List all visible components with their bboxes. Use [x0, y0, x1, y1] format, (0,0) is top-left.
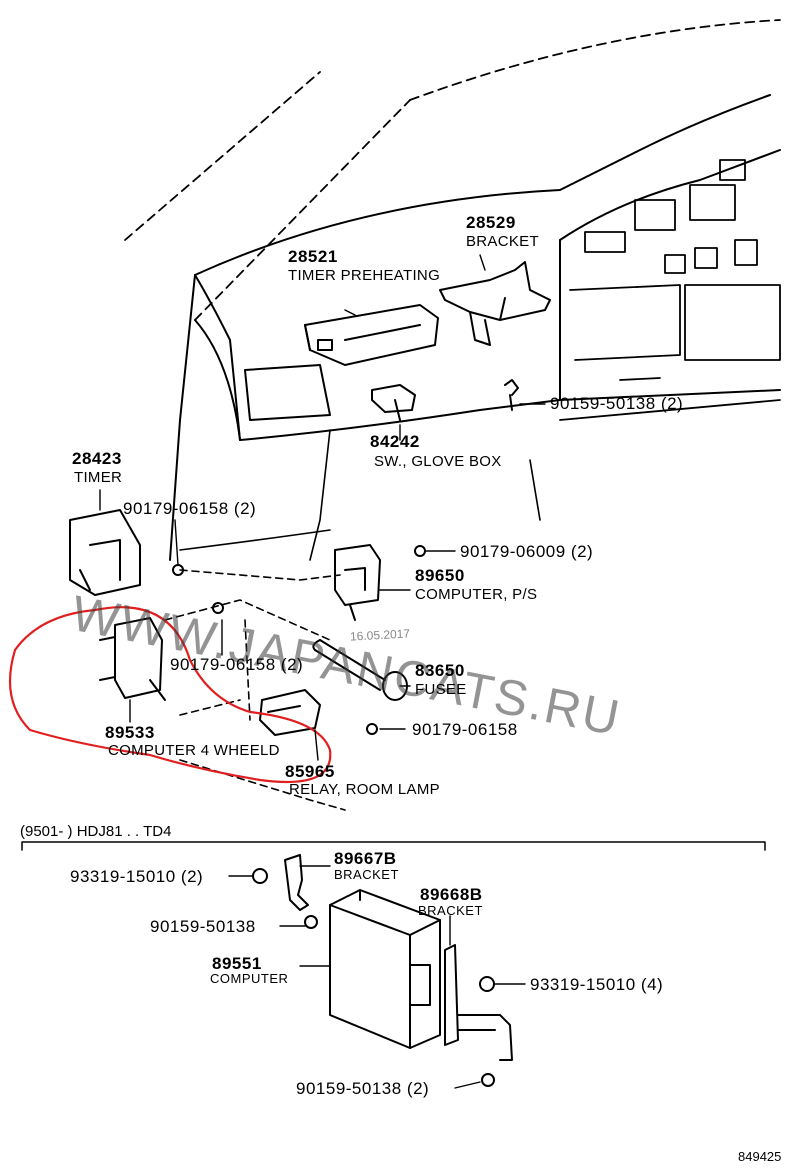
part-number-89650: 89650 [415, 566, 465, 585]
part-number-28521: 28521 [288, 247, 338, 266]
part-name-bracket-28529: BRACKET [466, 233, 539, 250]
part-number-90179-06158-b: 90179-06158 (2) [170, 655, 304, 674]
part-number-85965: 85965 [285, 762, 335, 781]
part-name-fusee: FUSEE [415, 681, 467, 698]
diagram-code: 849425 [738, 1149, 782, 1164]
bracket-89668b-shape [444, 944, 513, 1061]
part-number-90179-06009: 90179-06009 (2) [460, 542, 594, 561]
part-number-93319-a: 93319-15010 (2) [70, 867, 204, 886]
part-name-glove-box-switch: SW., GLOVE BOX [374, 453, 502, 470]
lower-fasteners [252, 868, 495, 1087]
part-number-89668b: 89668B [420, 885, 483, 904]
part-name-bracket-89668b: BRACKET [418, 903, 483, 918]
computer-ps-shape [334, 544, 381, 621]
bolt-90159-top [504, 379, 519, 411]
part-number-89533: 89533 [105, 723, 155, 742]
timer-preheating-shape [304, 304, 439, 366]
bracket-28529-shape [439, 261, 551, 346]
part-name-timer-preheating: TIMER PREHEATING [288, 267, 441, 284]
part-name-relay-room-lamp: RELAY, ROOM LAMP [289, 781, 440, 798]
part-number-89667b: 89667B [334, 849, 397, 868]
part-number-93319-b: 93319-15010 (4) [530, 975, 664, 994]
part-name-timer: TIMER [74, 469, 123, 486]
glove-box-opening [244, 364, 331, 421]
part-name-bracket-89667b: BRACKET [334, 867, 399, 882]
instrument-cluster [559, 159, 781, 421]
glove-box-switch-shape [371, 384, 416, 421]
part-name-computer-ps: COMPUTER, P/S [415, 586, 538, 603]
dashboard-outline [169, 94, 781, 561]
leader-lines [99, 254, 546, 1089]
lower-dash-lines [179, 429, 541, 561]
part-name-computer-4wd: COMPUTER 4 WHEELD [108, 742, 280, 759]
bracket-89667b-shape [284, 854, 309, 911]
part-number-90179-06158-c: 90179-06158 [412, 720, 518, 739]
part-number-28423: 28423 [72, 449, 122, 468]
part-number-28529: 28529 [466, 213, 516, 232]
relay-room-lamp-shape [259, 689, 321, 736]
part-number-90159-top: 90159-50138 (2) [550, 394, 684, 413]
section-header: (9501- ) HDJ81 . . TD4 [20, 823, 172, 840]
part-number-89551: 89551 [212, 954, 262, 973]
part-number-84242: 84242 [370, 432, 420, 451]
section-separator [21, 841, 766, 851]
part-name-computer-89551: COMPUTER [210, 971, 289, 986]
computer-89551-shape [329, 889, 441, 1049]
part-number-90159-bottom: 90159-50138 (2) [296, 1079, 430, 1098]
computer-4wd-shape [99, 617, 166, 701]
timer-28423-shape [69, 509, 141, 596]
windshield-outline [124, 19, 781, 321]
part-number-90159-mid: 90159-50138 [150, 917, 256, 936]
fusee-shape [312, 639, 408, 701]
highlight-loop [8, 606, 332, 784]
part-number-83650: 83650 [415, 661, 465, 680]
part-number-90179-06158-a: 90179-06158 (2) [123, 499, 257, 518]
